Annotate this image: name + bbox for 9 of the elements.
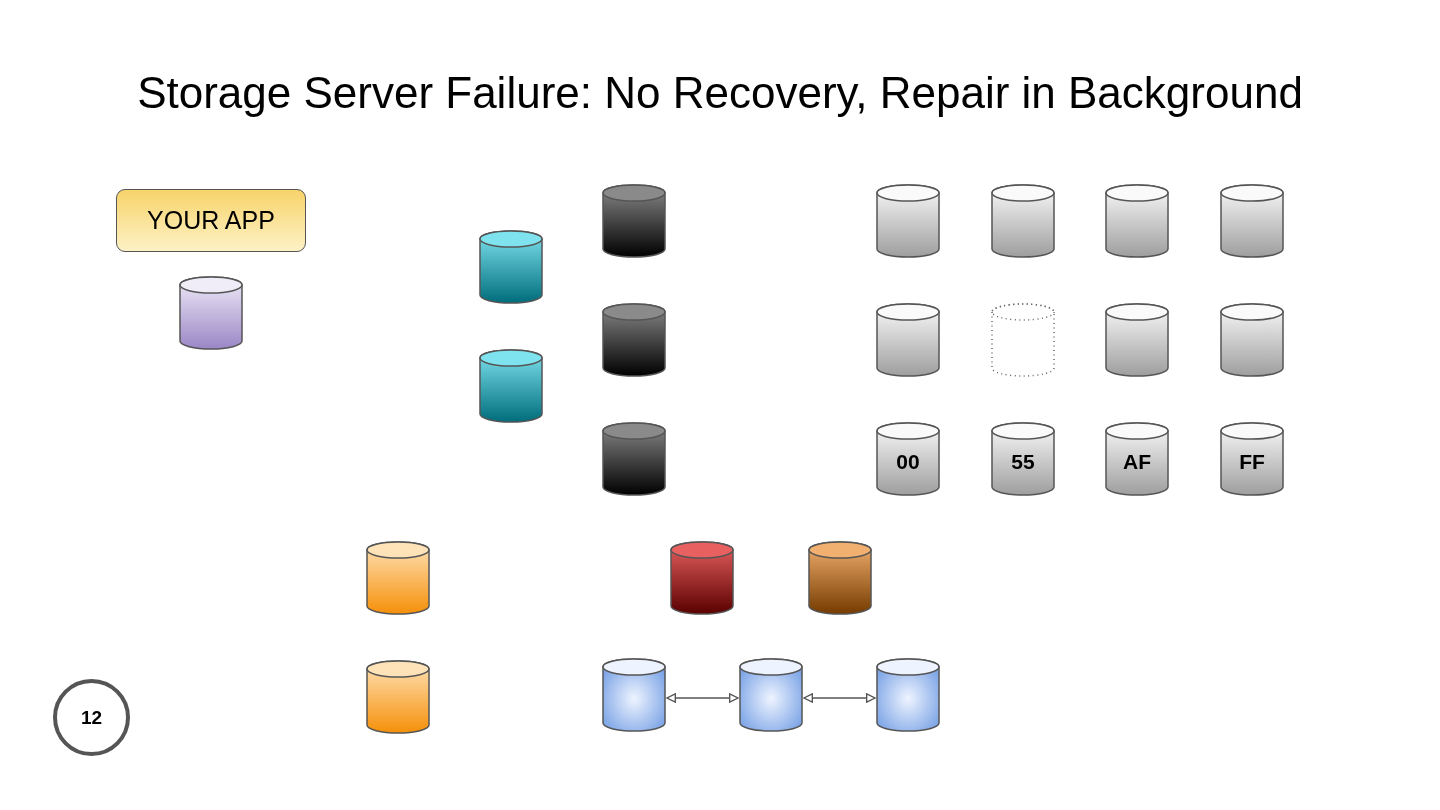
double-arrow — [803, 693, 876, 703]
cylinder-label: 55 — [1011, 450, 1035, 474]
app-box: YOUR APP — [116, 189, 306, 252]
slide-title: Storage Server Failure: No Recovery, Repair in Background — [136, 68, 1304, 118]
page-number-circle: 12 — [53, 679, 130, 756]
double-arrow — [666, 693, 739, 703]
cylinder-label: FF — [1239, 450, 1265, 474]
cylinder-label: 00 — [896, 450, 920, 474]
cylinder-label: AF — [1123, 450, 1151, 474]
